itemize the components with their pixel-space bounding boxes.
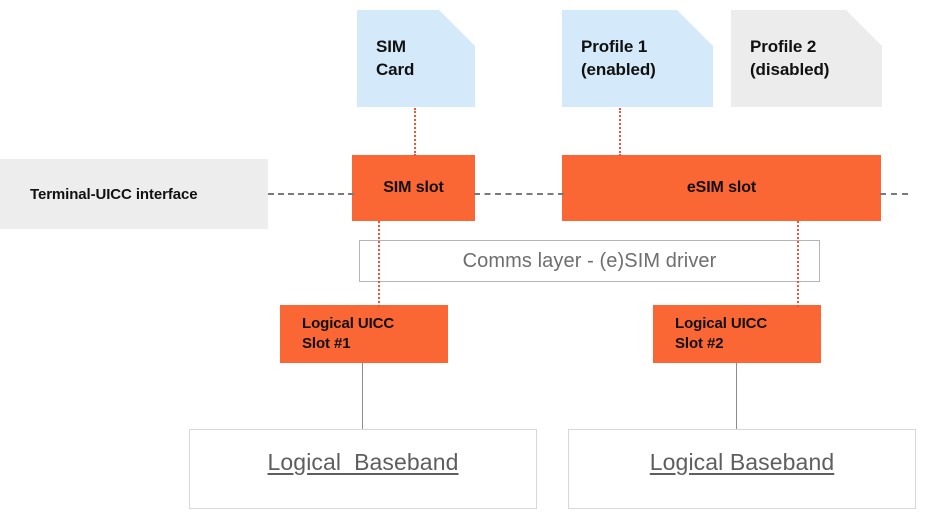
logical-uicc-slot-1-block[interactable]: Logical UICC Slot #1 [280,305,448,363]
dotted-connector-sim-slot-to-logical-uicc-1 [378,221,380,307]
card-profile-2[interactable]: Profile 2 (disabled) [731,10,882,107]
logical-uicc-slot-2-line2: Slot #2 [675,335,724,352]
logical-uicc-slot-1-line1: Logical UICC [302,314,395,332]
solid-connector-uicc1-to-baseband1 [362,363,363,429]
dashed-connector-interface-to-sim-slot [268,193,354,195]
dotted-connector-sim-card-to-sim-slot [414,108,416,156]
card-profile-2-line1: Profile 2 [750,36,817,56]
card-profile-1-line1: Profile 1 [581,36,648,56]
dashed-connector-sim-slot-to-esim-slot [474,193,564,195]
dotted-connector-esim-slot-to-logical-uicc-2 [797,221,799,307]
logical-uicc-slot-2-line1: Logical UICC [675,314,768,332]
solid-connector-uicc2-to-baseband2 [736,363,737,429]
card-profile-2-line2: (disabled) [750,59,830,79]
comms-layer-block[interactable]: Comms layer - (e)SIM driver [359,240,820,282]
card-profile-1[interactable]: Profile 1 (enabled) [562,10,713,107]
logical-uicc-slot-2-text: Logical UICC Slot #2 [675,314,767,355]
logical-baseband-1-label: Logical Baseband [267,449,459,475]
logical-uicc-slot-2-block[interactable]: Logical UICC Slot #2 [653,305,821,363]
logical-uicc-slot-1-text: Logical UICC Slot #1 [302,314,394,355]
comms-layer-label: Comms layer - (e)SIM driver [462,249,717,272]
dotted-connector-profile1-to-esim-slot [619,108,621,156]
terminal-uicc-interface-label: Terminal-UICC interface [30,185,198,203]
esim-slot-label: eSIM slot [686,179,757,196]
card-sim-card-line2: Card [376,59,415,79]
logical-baseband-2-block[interactable]: Logical Baseband [568,429,916,509]
card-sim-card-line1: SIM [376,36,406,56]
logical-baseband-1-block[interactable]: Logical Baseband [189,429,537,509]
card-profile-1-text: Profile 1 (enabled) [581,36,656,82]
card-sim-card-text: SIM Card [376,36,414,82]
logical-baseband-2-label: Logical Baseband [649,449,835,475]
logical-uicc-slot-1-line2: Slot #1 [302,335,351,352]
sim-slot-block[interactable]: SIM slot [352,155,475,221]
esim-slot-block[interactable]: eSIM slot [562,155,881,221]
dashed-connector-esim-slot-right [880,193,908,195]
sim-slot-label: SIM slot [383,179,444,196]
card-profile-1-line2: (enabled) [581,59,656,79]
card-sim-card[interactable]: SIM Card [357,10,475,107]
card-profile-2-text: Profile 2 (disabled) [750,36,829,82]
terminal-uicc-interface-block[interactable]: Terminal-UICC interface [0,159,268,229]
